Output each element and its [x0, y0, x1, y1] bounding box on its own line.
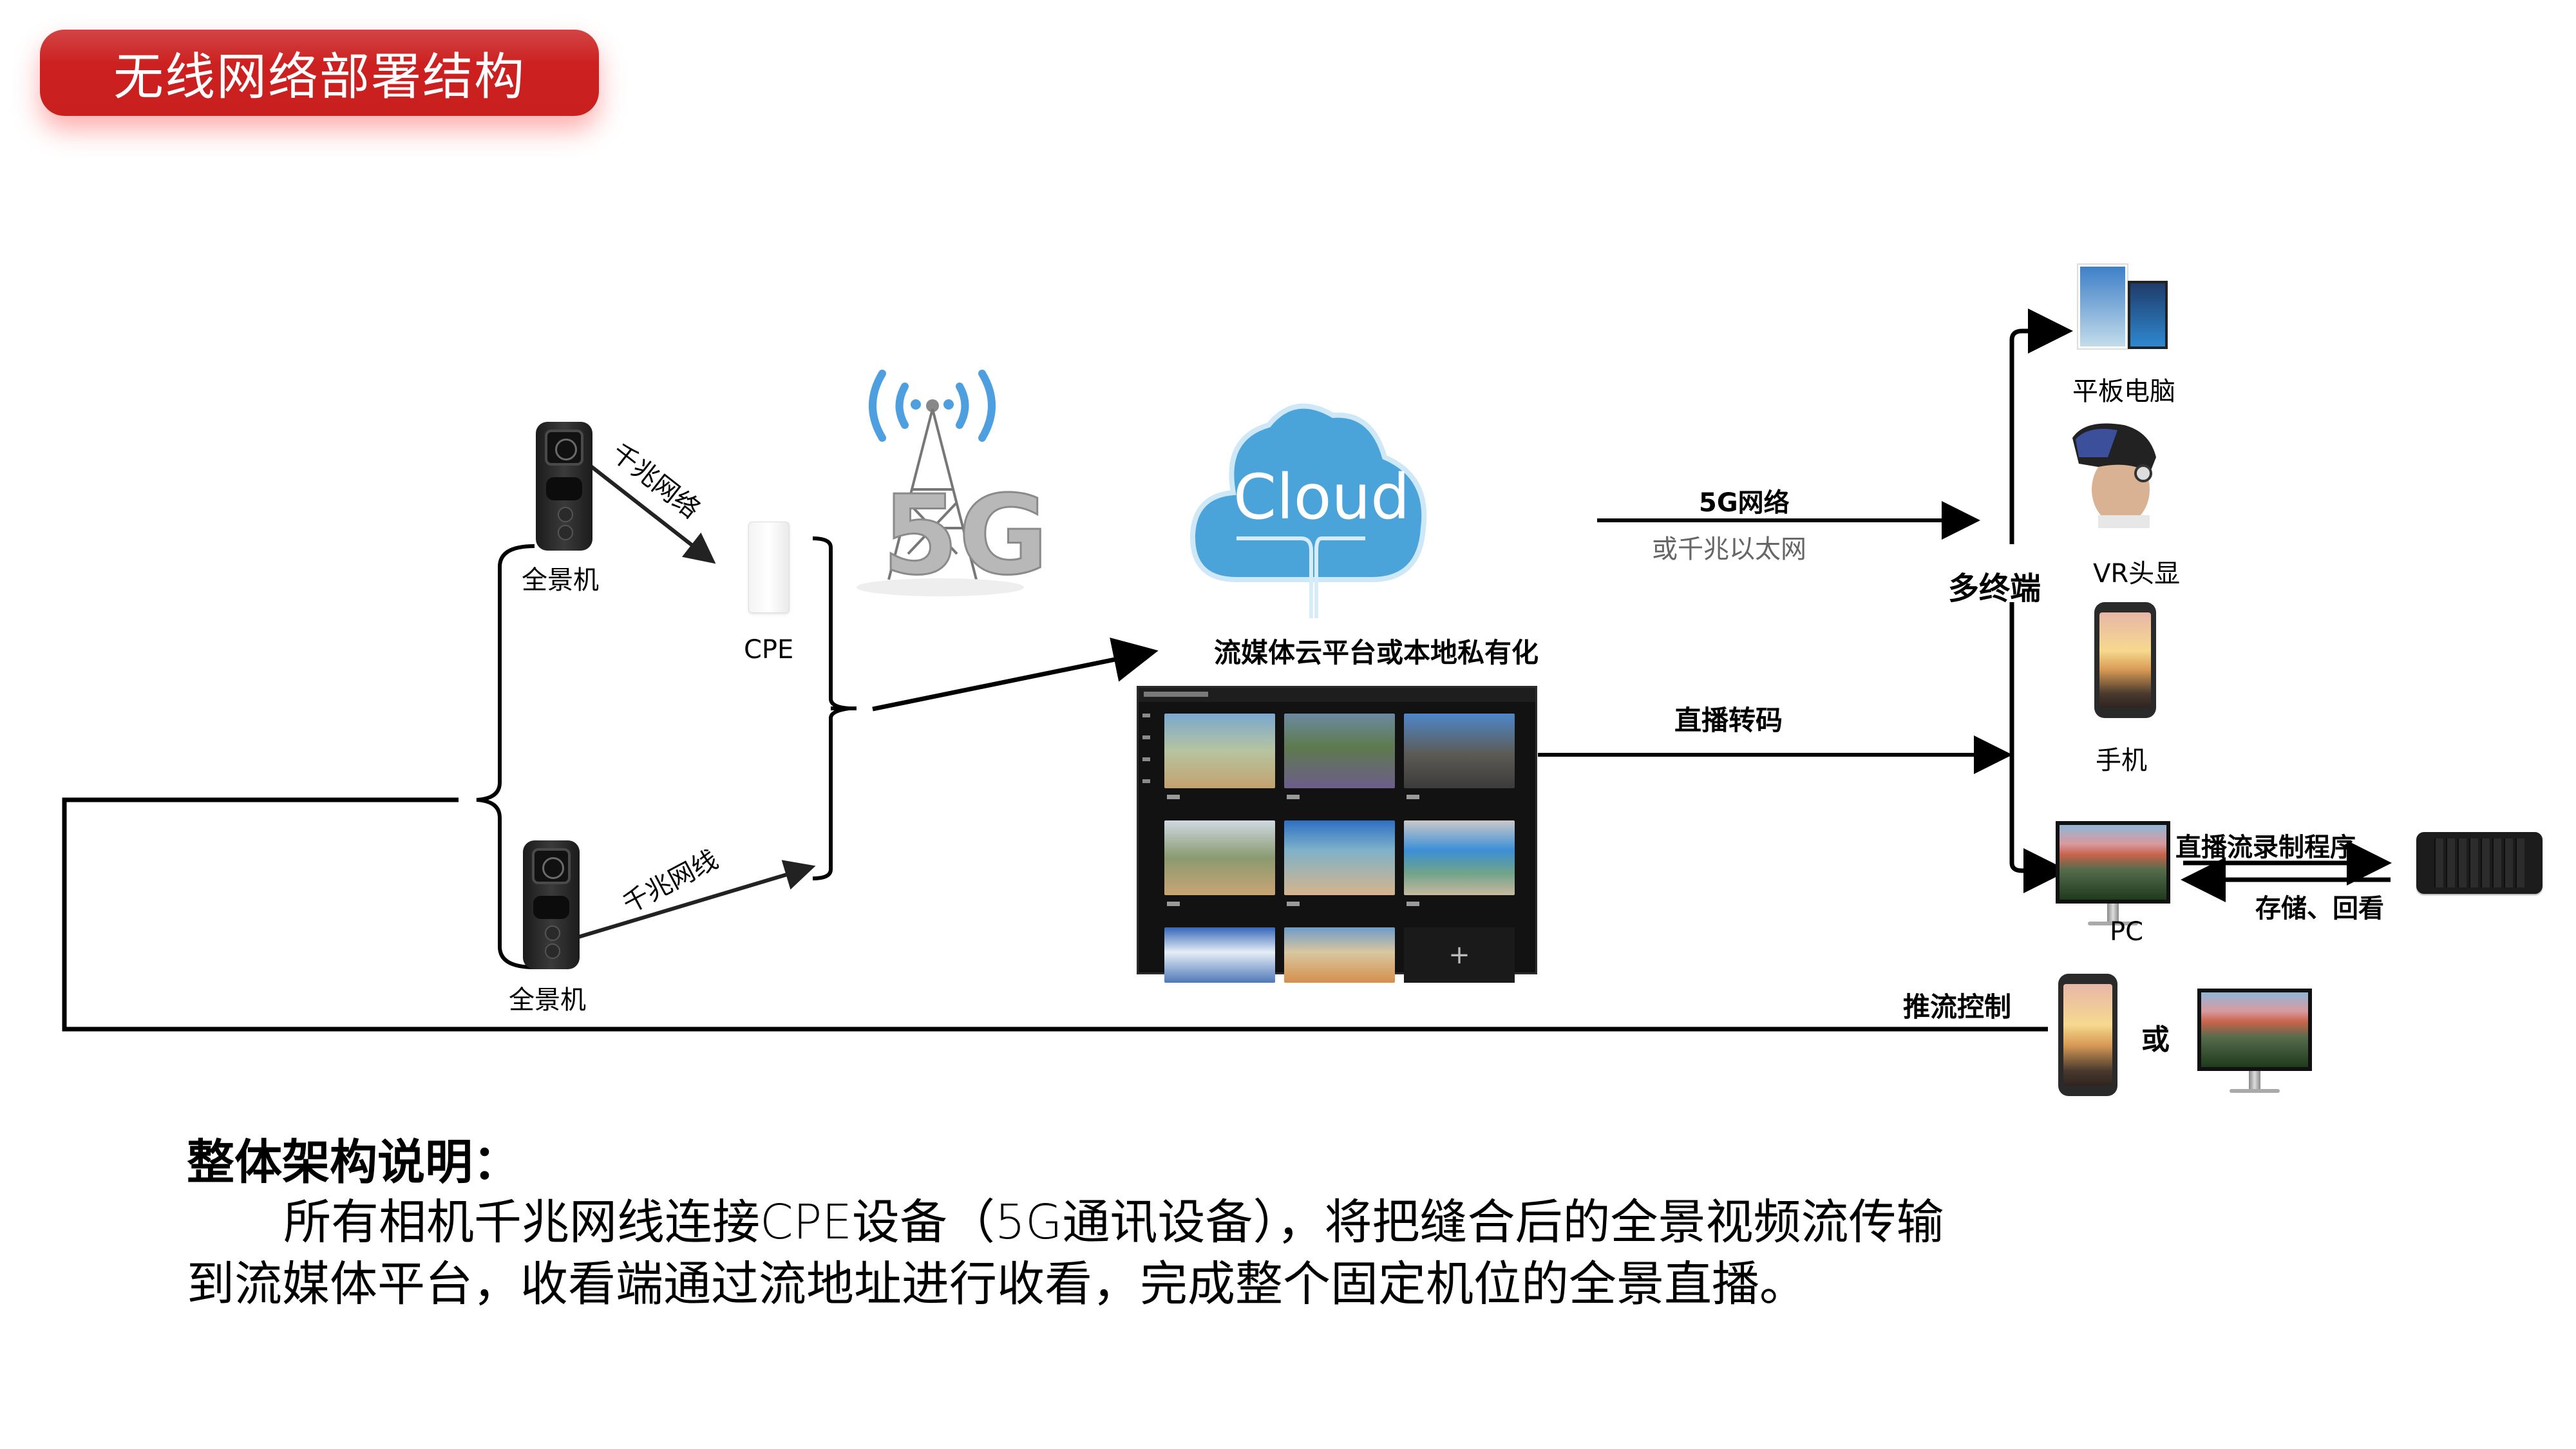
- stream-thumbnail[interactable]: [1164, 714, 1275, 788]
- title-banner: 无线网络部署结构: [40, 30, 599, 116]
- smartphone-icon: [2094, 602, 2156, 718]
- nas-storage-icon: [2416, 832, 2543, 894]
- phone-label: 手机: [2096, 746, 2147, 775]
- add-stream-button[interactable]: +: [1404, 927, 1515, 983]
- stream-thumbnail[interactable]: [1404, 714, 1515, 788]
- terminals-label: 多终端: [1948, 571, 2041, 607]
- cloud-text: Cloud: [1233, 461, 1410, 533]
- edge-label-storage-playback: 存储、回看: [2255, 894, 2384, 923]
- terminals-bus-bottom: [2009, 602, 2069, 893]
- edge-label-push-control: 推流控制: [1903, 991, 2012, 1023]
- camera-top-label: 全景机: [522, 565, 599, 595]
- cloud-icon: Cloud: [1189, 403, 1427, 618]
- page-title: 无线网络部署结构: [113, 48, 526, 106]
- edge-camera-bottom-cpe: [578, 860, 816, 939]
- pc-label: PC: [2110, 917, 2144, 947]
- vr-headset-icon: [2072, 423, 2156, 528]
- panoramic-camera-icon: [536, 422, 592, 551]
- edge-label-recording-program: 直播流录制程序: [2175, 833, 2356, 862]
- description-heading: 整体架构说明：: [187, 1135, 520, 1190]
- stream-thumbnail[interactable]: [1164, 927, 1275, 983]
- stream-thumbnail[interactable]: [1284, 927, 1395, 983]
- control-smartphone-icon: [2058, 974, 2117, 1096]
- push-control-line: [62, 797, 2048, 1032]
- edge-cpe-cloud: [872, 637, 1159, 712]
- edge-label-live-transcode: 直播转码: [1674, 705, 1783, 736]
- stream-thumbnail[interactable]: [1284, 714, 1395, 788]
- edge-label-gigabit-ethernet: 或千兆以太网: [1652, 535, 1806, 564]
- stream-thumbnail[interactable]: [1404, 820, 1515, 895]
- monitor-icon: [2056, 821, 2170, 931]
- control-monitor-icon: [2197, 989, 2312, 1098]
- stream-thumbnail[interactable]: [1164, 820, 1275, 895]
- 5g-tower-icon: 5G: [857, 370, 1049, 601]
- tablet-icon: [2077, 263, 2168, 350]
- tablet-label: 平板电脑: [2072, 377, 2175, 406]
- edge-label-5g-network: 5G网络: [1699, 488, 1790, 518]
- streaming-platform-screenshot: +: [1137, 686, 1537, 983]
- cpe-label: CPE: [744, 635, 794, 665]
- panoramic-camera-icon: [523, 840, 580, 969]
- description-body: 所有相机千兆网线连接CPE设备（5G通讯设备），将把缝合后的全景视频流传输到流媒…: [187, 1195, 1944, 1312]
- or-label: 或: [2141, 1023, 2170, 1056]
- camera-bracket: [476, 544, 535, 969]
- camera-bottom-label: 全景机: [509, 985, 586, 1015]
- stream-thumbnail[interactable]: [1284, 820, 1395, 895]
- terminals-bus-top: [2009, 308, 2073, 544]
- edge-camera-top-cpe: [588, 463, 716, 564]
- vr-label: VR头显: [2093, 559, 2181, 589]
- cpe-router-icon: [748, 522, 790, 613]
- cloud-label: 流媒体云平台或本地私有化: [1214, 637, 1539, 668]
